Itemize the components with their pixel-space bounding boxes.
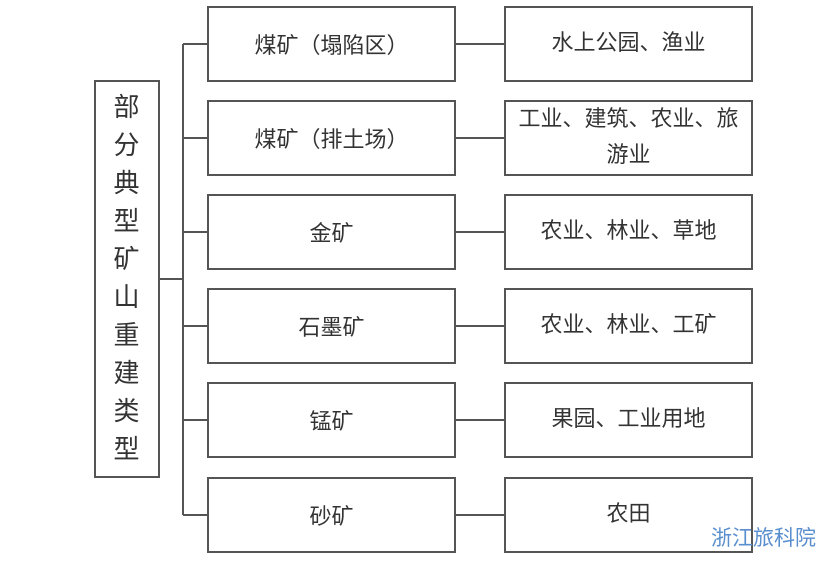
mine-node-gold: 金矿 [207,194,456,270]
mine-label: 金矿 [309,222,354,247]
mine-node-coal-subsidence: 煤矿（塌陷区） [207,6,456,82]
mine-node-coal-dump: 煤矿（排土场） [207,100,456,176]
mine-label: 煤矿（排土场） [254,128,409,153]
use-node-agri-forest-grass: 农业、林业、草地 [504,194,753,270]
mine-label: 石墨矿 [298,316,365,341]
use-label: 水上公园、渔业 [551,31,706,56]
use-label: 农业、林业、草地 [540,219,717,244]
use-label: 农田 [606,502,651,527]
mine-label: 锰矿 [309,410,354,435]
use-label: 农业、林业、工矿 [540,313,717,338]
use-label: 工业、建筑、农业、旅游业 [518,107,739,168]
mine-label: 砂矿 [309,505,354,530]
root-node: 部分典型矿山重建类型 [94,80,160,478]
watermark-text: 浙江旅科院 [711,526,816,550]
mine-node-sand: 砂矿 [207,477,456,553]
use-node-industry-tourism: 工业、建筑、农业、旅游业 [504,100,753,176]
use-node-water-park: 水上公园、渔业 [504,6,753,82]
use-label: 果园、工业用地 [551,407,706,432]
mine-node-graphite: 石墨矿 [207,288,456,364]
use-node-agri-forest-mining: 农业、林业、工矿 [504,288,753,364]
use-node-farmland: 农田 [504,477,753,553]
mine-label: 煤矿（塌陷区） [254,34,409,59]
root-label: 部分典型矿山重建类型 [113,93,141,465]
mine-node-manganese: 锰矿 [207,382,456,458]
use-node-orchard-industrial: 果园、工业用地 [504,382,753,458]
